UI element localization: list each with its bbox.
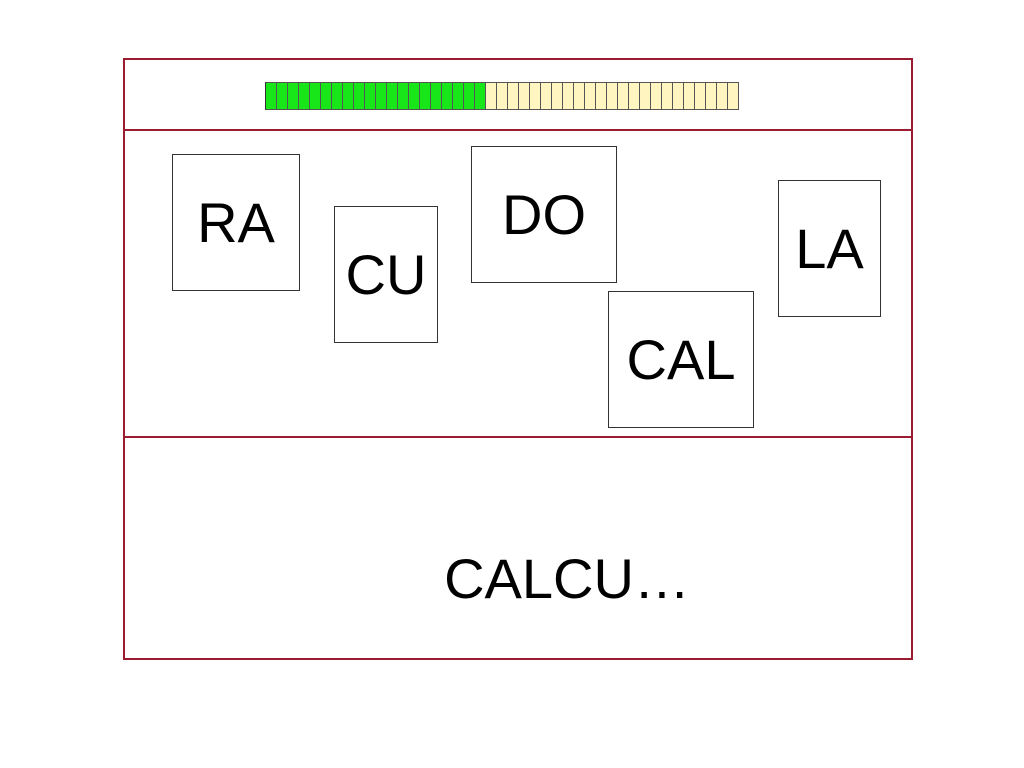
progress-segment-empty — [717, 82, 728, 110]
game-board: RA CU DO CAL LA CALCU… — [123, 58, 913, 660]
progress-segment-filled — [442, 82, 453, 110]
syllable-tiles-area: RA CU DO CAL LA — [125, 131, 911, 438]
progress-segment-filled — [277, 82, 288, 110]
progress-segment-empty — [695, 82, 706, 110]
progress-segment-empty — [673, 82, 684, 110]
progress-segment-empty — [728, 82, 739, 110]
progress-segment-empty — [574, 82, 585, 110]
progress-segment-empty — [596, 82, 607, 110]
progress-segment-filled — [365, 82, 376, 110]
progress-segment-filled — [398, 82, 409, 110]
progress-segment-empty — [585, 82, 596, 110]
progress-segment-empty — [706, 82, 717, 110]
syllable-tile-la[interactable]: LA — [778, 180, 881, 317]
progress-segment-empty — [486, 82, 497, 110]
progress-segment-filled — [464, 82, 475, 110]
progress-segment-filled — [453, 82, 464, 110]
progress-segment-filled — [288, 82, 299, 110]
progress-bar — [265, 82, 739, 110]
progress-segment-empty — [508, 82, 519, 110]
syllable-tile-do[interactable]: DO — [471, 146, 617, 283]
progress-segment-empty — [684, 82, 695, 110]
progress-segment-empty — [563, 82, 574, 110]
progress-segment-empty — [607, 82, 618, 110]
progress-segment-filled — [343, 82, 354, 110]
progress-segment-empty — [519, 82, 530, 110]
progress-segment-empty — [618, 82, 629, 110]
progress-segment-filled — [409, 82, 420, 110]
progress-segment-filled — [475, 82, 486, 110]
progress-segment-empty — [662, 82, 673, 110]
progress-segment-filled — [431, 82, 442, 110]
progress-segment-empty — [640, 82, 651, 110]
progress-segment-empty — [497, 82, 508, 110]
progress-segment-empty — [530, 82, 541, 110]
progress-segment-filled — [420, 82, 431, 110]
progress-segment-empty — [552, 82, 563, 110]
syllable-tile-ra[interactable]: RA — [172, 154, 300, 291]
progress-segment-filled — [310, 82, 321, 110]
progress-segment-empty — [629, 82, 640, 110]
progress-segment-filled — [376, 82, 387, 110]
syllable-tile-cal[interactable]: CAL — [608, 291, 754, 428]
progress-panel — [125, 60, 911, 131]
progress-segment-empty — [541, 82, 552, 110]
progress-segment-filled — [321, 82, 332, 110]
syllable-tile-cu[interactable]: CU — [334, 206, 438, 343]
progress-segment-filled — [387, 82, 398, 110]
progress-segment-filled — [354, 82, 365, 110]
progress-segment-filled — [332, 82, 343, 110]
answer-panel: CALCU… — [125, 438, 911, 658]
answer-word: CALCU… — [444, 547, 690, 610]
progress-segment-filled — [266, 82, 277, 110]
progress-segment-empty — [651, 82, 662, 110]
progress-segment-filled — [299, 82, 310, 110]
